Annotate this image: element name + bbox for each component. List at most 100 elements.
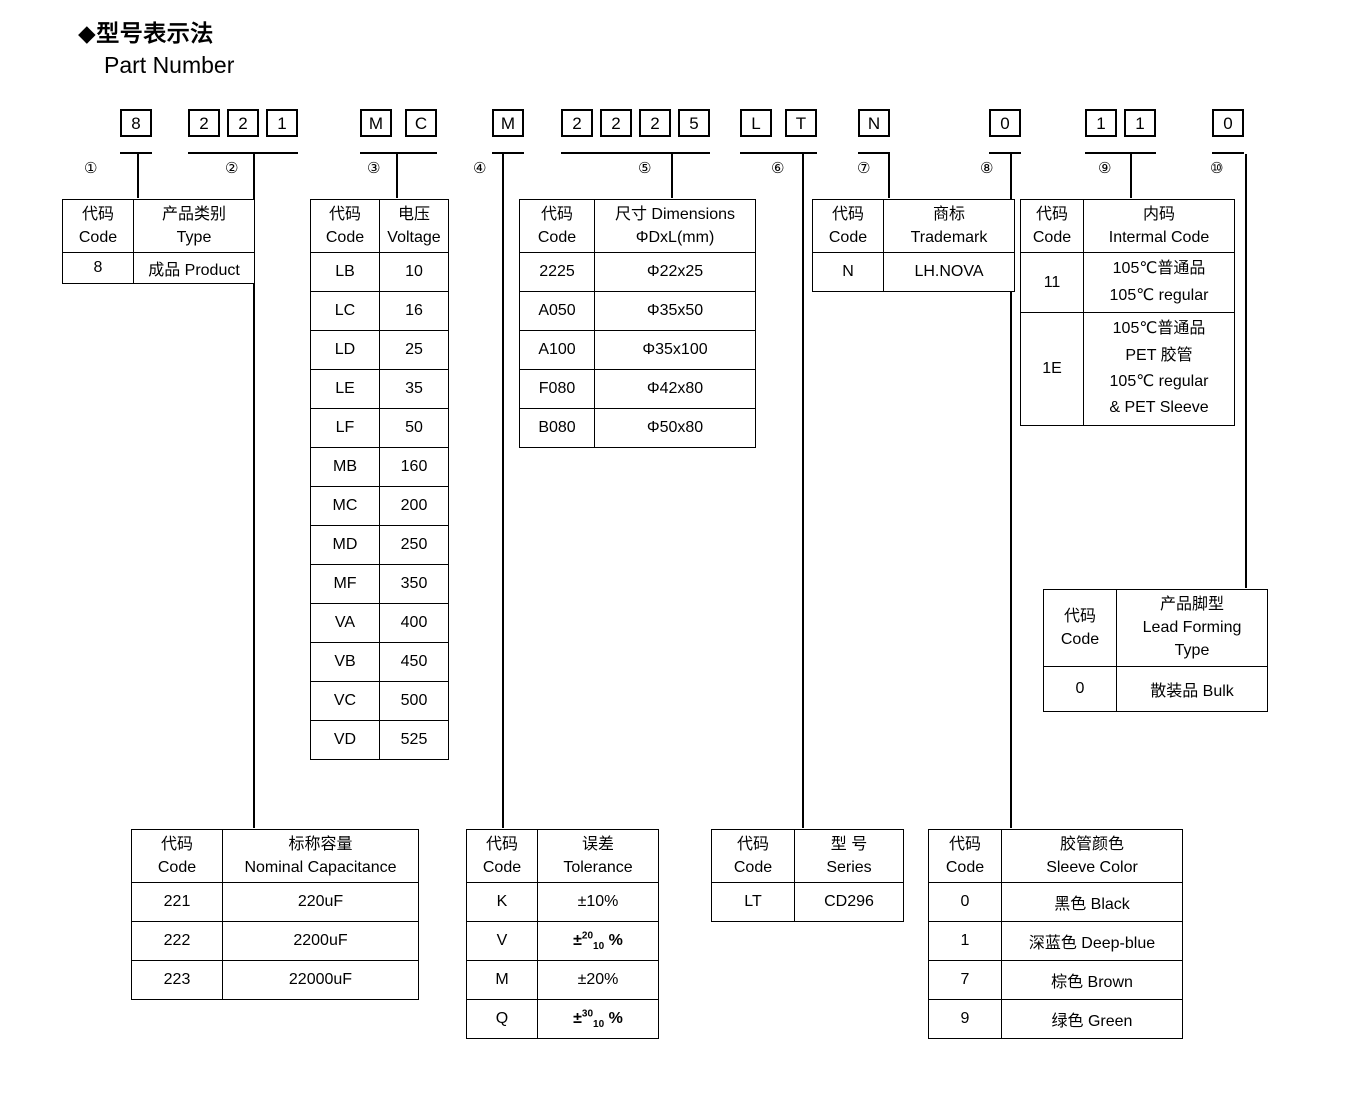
col-header-type: 产品类别 Type — [133, 198, 255, 254]
cell-value: 525 — [379, 720, 449, 761]
leader-line-3 — [396, 154, 398, 198]
cell-value: 200 — [379, 486, 449, 527]
cell-code: A050 — [519, 291, 595, 332]
cell-value: 棕色 Brown — [1001, 960, 1183, 1001]
cell-value: 105℃普通品 105℃ regular — [1083, 252, 1235, 314]
cell-code: 1 — [928, 921, 1002, 962]
cell-code: A100 — [519, 330, 595, 371]
cell-value: 350 — [379, 564, 449, 605]
group-index: ② — [225, 160, 239, 177]
cell-code: 222 — [131, 921, 223, 962]
cell-code: 0 — [1043, 665, 1117, 712]
col-header-code: 代码 Code — [519, 198, 595, 254]
cell-value: ±2010 % — [537, 921, 659, 962]
cell-value: 深蓝色 Deep-blue — [1001, 921, 1183, 962]
cell-value: 25 — [379, 330, 449, 371]
cell-value: 250 — [379, 525, 449, 566]
cell-value: 22000uF — [222, 960, 419, 1001]
table-row: 0 散装品 Bulk — [1043, 665, 1268, 712]
cell-value: Φ35x50 — [594, 291, 756, 332]
col-header-trademark: 商标 Trademark — [883, 198, 1015, 254]
table-row: 代码 Code 商标 Trademark — [812, 198, 1015, 254]
cell-code: LC — [310, 291, 380, 332]
cell-value: 105℃普通品 PET 胶管 105℃ regular & PET Sleeve — [1083, 312, 1235, 426]
group-bracket — [492, 152, 524, 154]
pn-char: L — [740, 109, 772, 137]
cell-value: ±20% — [537, 960, 659, 1001]
diamond-bullet-icon: ◆ — [78, 20, 97, 46]
group-index: ⑧ — [980, 160, 994, 177]
cell-value: 2200uF — [222, 921, 419, 962]
group-bracket — [858, 152, 890, 154]
table-row: 代码 Code 内码 Intermal Code — [1020, 198, 1235, 254]
col-header-code: 代码 Code — [812, 198, 884, 254]
table-row: 代码 Code 标称容量 Nominal Capacitance — [131, 828, 419, 884]
pn-char: 1 — [1085, 109, 1117, 137]
table-row: 11 105℃普通品 105℃ regular — [1020, 252, 1235, 314]
pn-char: 5 — [678, 109, 710, 137]
cell-code: B080 — [519, 408, 595, 449]
table-tolerance: 代码 Code 误差 Tolerance K ±10% V ±2010 % M … — [466, 828, 659, 1040]
cell-code: K — [466, 882, 538, 923]
cell-code: LB — [310, 252, 380, 293]
cell-code: LF — [310, 408, 380, 449]
pn-char: 1 — [266, 109, 298, 137]
pn-char: T — [785, 109, 817, 137]
col-header-code: 代码 Code — [711, 828, 795, 884]
group-bracket — [1212, 152, 1244, 154]
group-index: ⑤ — [638, 160, 652, 177]
table-row: N LH.NOVA — [812, 252, 1015, 293]
table-row: 代码 Code 尺寸 Dimensions ΦDxL(mm) — [519, 198, 756, 254]
cell-code: 8 — [62, 252, 134, 285]
leader-line-4 — [502, 154, 504, 828]
leader-line-6 — [802, 154, 804, 828]
table-row: M ±20% — [466, 960, 659, 1001]
table-row: 代码 Code 产品类别 Type — [62, 198, 255, 254]
cell-code: VB — [310, 642, 380, 683]
col-header-series: 型 号 Series — [794, 828, 904, 884]
group-bracket — [740, 152, 817, 154]
group-bracket — [561, 152, 710, 154]
cell-value: 160 — [379, 447, 449, 488]
leader-line-7 — [888, 154, 890, 198]
col-header-voltage: 电压 Voltage — [379, 198, 449, 254]
leader-line-10 — [1245, 154, 1247, 588]
group-index: ⑥ — [771, 160, 785, 177]
cell-code: LE — [310, 369, 380, 410]
cell-code: M — [466, 960, 538, 1001]
page-title-cn: 型号表示法 — [96, 20, 214, 46]
col-header-code: 代码 Code — [466, 828, 538, 884]
cell-code: 1E — [1020, 312, 1084, 426]
cell-value: 450 — [379, 642, 449, 683]
table-lead-forming-type: 代码 Code 产品脚型 Lead Forming Type 0 散装品 Bul… — [1043, 589, 1268, 712]
leader-line-8 — [1010, 154, 1012, 828]
col-header-code: 代码 Code — [131, 828, 223, 884]
cell-code: 7 — [928, 960, 1002, 1001]
table-row: 代码 Code 胶管颜色 Sleeve Color — [928, 828, 1183, 884]
pn-char: 2 — [561, 109, 593, 137]
group-bracket — [989, 152, 1021, 154]
page-title: ◆型号表示法 — [78, 14, 214, 48]
cell-code: VA — [310, 603, 380, 644]
col-header-code: 代码 Code — [1020, 198, 1084, 254]
cell-value: ±10% — [537, 882, 659, 923]
